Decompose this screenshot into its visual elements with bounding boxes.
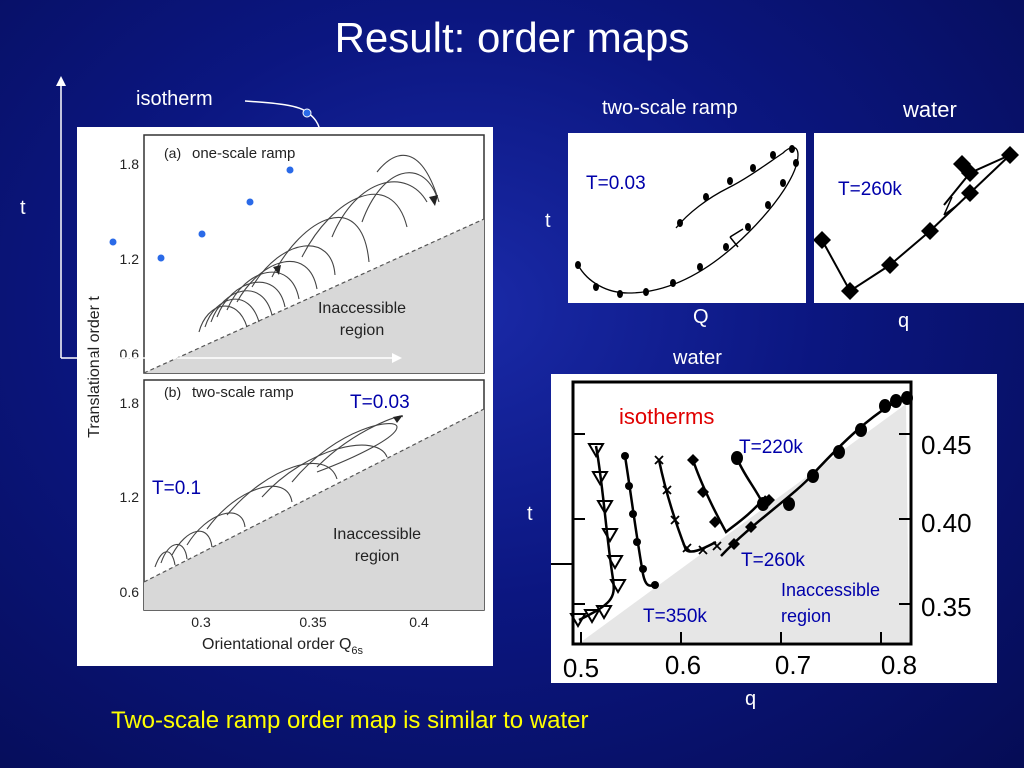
water-ytick: 0.45 (921, 430, 972, 460)
ramp-path (577, 146, 799, 294)
bottom-q-label: q (745, 688, 757, 710)
water-bottom-markers (621, 391, 913, 589)
water-xtick: 0.5 (563, 653, 599, 683)
panel-b-arrow (393, 415, 403, 423)
water-top-svg: T=260k (813, 146, 1019, 300)
water-xtick: 0.6 (665, 650, 701, 680)
annot-220: T=220k (739, 437, 803, 458)
panel-b-region-line2: region (355, 548, 399, 565)
ramp-arrow (729, 228, 744, 248)
panel-a-arrow (273, 265, 281, 275)
left-figure: (a) one-scale ramp Inaccessible region 1… (77, 127, 493, 666)
water-bottom-inaccessible-area (581, 404, 909, 642)
ramp-svg: T=0.03 (575, 145, 799, 298)
ramp-annot: T=0.03 (586, 173, 646, 194)
panel-a-ytick: 1.2 (120, 251, 140, 267)
panel-a-boundary (143, 218, 485, 374)
t-axis-arrowhead (56, 76, 66, 86)
water-bottom-svg: isotherms T=220k T=260k T=350k Inaccessi… (551, 380, 972, 683)
left-t-label: t (20, 197, 26, 219)
panel-b-region-line1: Inaccessible (333, 526, 421, 543)
water-bottom-panel: isotherms T=220k T=260k T=350k Inaccessi… (551, 374, 997, 683)
panel-a-label: (a) (164, 145, 181, 161)
isotherms-label: isotherms (619, 404, 714, 429)
panel-a-ytick: 1.8 (120, 156, 140, 172)
panel-b-title: two-scale ramp (192, 384, 294, 401)
water-bottom-crosses (654, 455, 722, 555)
water-top-points (813, 146, 1019, 300)
panel-b-label: (b) (164, 384, 181, 400)
water-ytick: 0.40 (921, 508, 972, 538)
isotherm-label: isotherm (136, 88, 213, 110)
panel-b-trajectories (154, 415, 403, 568)
water-xtick: 0.8 (881, 650, 917, 680)
panel-a-region-line1: Inaccessible (318, 300, 406, 317)
left-xlabel-main: Orientational order Q (202, 636, 351, 653)
panel-b-annot-hot: T=0.1 (152, 478, 201, 499)
water-top-path (821, 154, 1011, 293)
left-ylabel: Translational order t (86, 296, 103, 438)
left-xtick: 0.35 (299, 614, 326, 630)
isotherm-dots (109, 166, 294, 262)
top-t-label: t (545, 210, 551, 232)
panel-a-region-line2: region (340, 322, 384, 339)
water-bottom-ticks (551, 433, 911, 644)
ramp-points (575, 145, 799, 298)
panel-b-ytick: 1.2 (120, 489, 140, 505)
ramp-label: two-scale ramp (602, 97, 738, 119)
panel-b-ytick: 1.8 (120, 395, 140, 411)
water-bottom-xticks: 0.5 0.6 0.7 0.8 (563, 650, 917, 683)
panel-a-trajectories (198, 154, 440, 333)
isotherm-pointer-dot (302, 108, 312, 118)
bottom-t-label: t (527, 503, 533, 525)
water-xtick: 0.7 (775, 650, 811, 680)
water-top-arrow (943, 196, 961, 216)
water-ytick: 0.35 (921, 592, 972, 622)
panel-b-boundary (143, 408, 485, 583)
slide-title: Result: order maps (334, 14, 690, 61)
water-bottom-triangles (569, 443, 627, 628)
water-label-top: water (903, 97, 957, 122)
water-region-line1: Inaccessible (781, 580, 880, 600)
water-top-x-label: q (898, 310, 910, 332)
panel-b-annot-cold: T=0.03 (350, 392, 410, 413)
ramp-x-label: Q (693, 306, 709, 328)
panel-b-ytick: 0.6 (120, 584, 140, 600)
water-top-path-2 (943, 154, 1011, 206)
panel-b-yticks: 1.8 1.2 0.6 (120, 395, 140, 600)
water-top-panel: T=260k (813, 133, 1024, 303)
ramp-panel: T=0.03 (568, 133, 806, 303)
panel-a-arrow-2 (429, 195, 438, 206)
q-axis-arrowhead (392, 353, 402, 363)
water-top-annot: T=260k (838, 179, 902, 200)
water-bottom-yticks: 0.45 0.40 0.35 (921, 430, 972, 622)
left-xlabel-sub: 6s (351, 645, 363, 657)
water-label-bottom: water (673, 347, 722, 369)
annot-350: T=350k (643, 606, 707, 627)
annot-260: T=260k (741, 550, 805, 571)
water-region-line2: region (781, 606, 831, 626)
left-xtick: 0.4 (409, 614, 429, 630)
left-xticks: 0.3 0.35 0.4 (191, 614, 429, 630)
left-xlabel: Orientational order Q6s (202, 636, 364, 657)
panel-a-title: one-scale ramp (192, 145, 295, 162)
left-figure-svg: (a) one-scale ramp Inaccessible region 1… (86, 134, 485, 657)
bottom-caption: Two-scale ramp order map is similar to w… (111, 707, 589, 734)
left-xtick: 0.3 (191, 614, 211, 630)
panel-b-inaccessible-area (144, 409, 484, 610)
